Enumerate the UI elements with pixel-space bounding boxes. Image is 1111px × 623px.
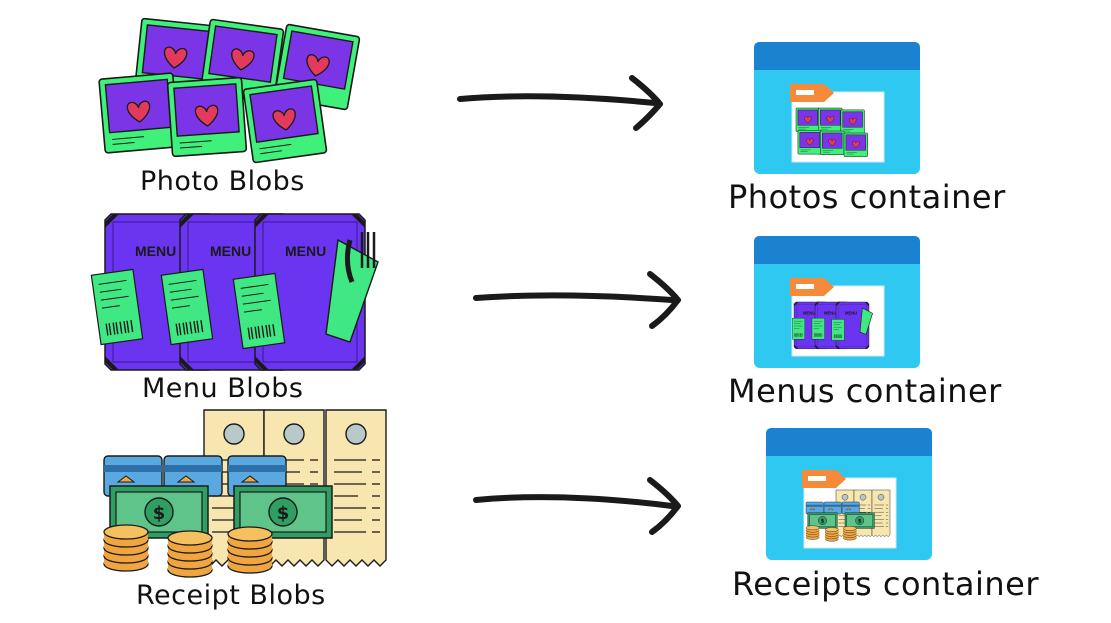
receipt-blobs-label: Receipt Blobs — [136, 580, 326, 611]
storage-container-icon — [765, 427, 933, 561]
menus-container-label: Menus container — [728, 372, 1002, 410]
menu-stack-icon — [90, 213, 379, 371]
photo-blobs-label: Photo Blobs — [140, 166, 305, 197]
receipt-money-icon — [103, 409, 387, 578]
right-arrow-icon — [473, 477, 681, 535]
storage-container-icon — [753, 41, 921, 175]
receipts-container-label: Receipts container — [732, 565, 1039, 603]
right-arrow-icon — [457, 75, 663, 131]
storage-container-icon — [753, 235, 921, 369]
photo-stack-icon — [98, 17, 361, 164]
photos-container-label: Photos container — [728, 178, 1006, 216]
right-arrow-icon — [473, 271, 681, 329]
menu-blobs-label: Menu Blobs — [142, 373, 304, 404]
